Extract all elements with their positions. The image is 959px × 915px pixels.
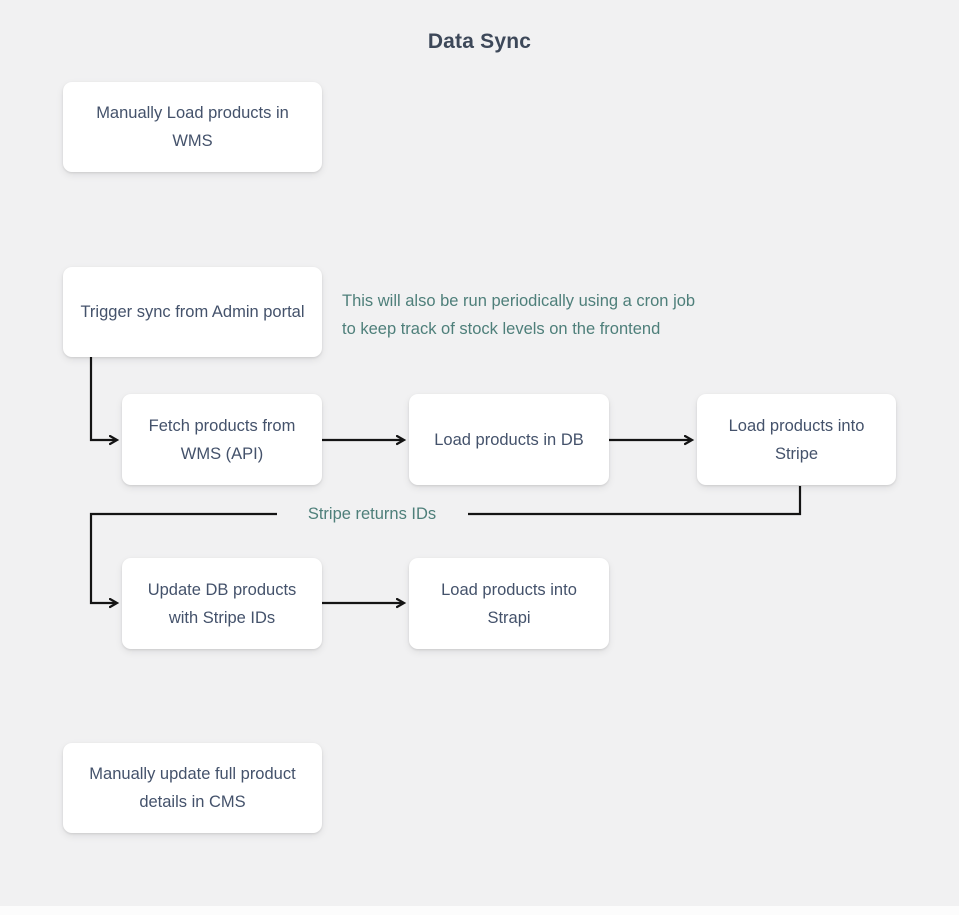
node-load-products-in-db[interactable]: Load products in DB	[409, 394, 609, 485]
bottom-edge-strip	[0, 906, 959, 915]
node-fetch-products-from-wms-api[interactable]: Fetch products from WMS (API)	[122, 394, 322, 485]
node-label: Manually Load products in WMS	[96, 104, 289, 150]
node-label: Load products in DB	[434, 430, 584, 449]
node-load-products-into-strapi[interactable]: Load products into Strapi	[409, 558, 609, 649]
page-title: Data Sync	[427, 30, 532, 53]
node-label: Load products into Stripe	[728, 416, 865, 463]
node-manually-update-full-product-details-in-cms[interactable]: Manually update full product details in …	[63, 743, 322, 833]
node-label: Trigger sync from Admin portal	[80, 303, 305, 321]
node-update-db-products-with-stripe-ids[interactable]: Update DB products with Stripe IDs	[122, 558, 322, 649]
node-label: Manually update full product details in …	[89, 765, 296, 811]
node-manually-load-products-in-wms[interactable]: Manually Load products in WMS	[63, 82, 322, 172]
node-trigger-sync-from-admin-portal[interactable]: Trigger sync from Admin portal	[63, 267, 322, 357]
annotation-line-2: to keep track of stock levels on the fro…	[342, 320, 661, 338]
node-label: Fetch products from WMS (API)	[148, 416, 296, 463]
node-load-products-into-stripe[interactable]: Load products into Stripe	[697, 394, 896, 485]
node-label: Load products into Strapi	[441, 580, 577, 627]
annotation-line-1: This will also be run periodically using…	[342, 292, 696, 310]
edge-label-stripe-returns-ids: Stripe returns IDs	[307, 505, 437, 523]
node-label: Update DB products with Stripe IDs	[147, 580, 297, 627]
cron-job-annotation: This will also be run periodically using…	[342, 287, 695, 343]
edge-trigger-to-fetch	[89, 357, 116, 440]
edge-stripe-return-right-segment	[468, 486, 802, 516]
